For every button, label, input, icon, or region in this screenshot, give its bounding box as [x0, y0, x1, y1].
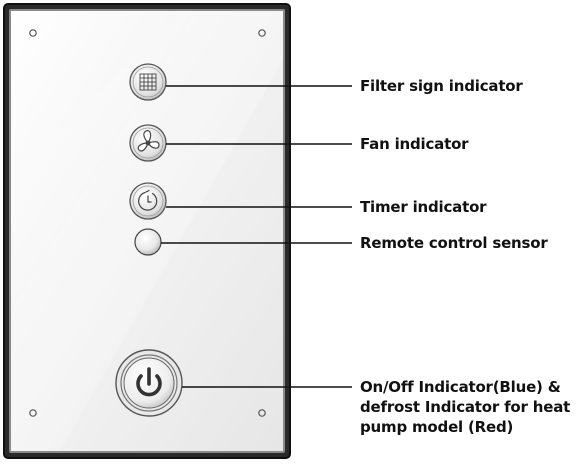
onoff-label-line: pump model (Red) [360, 418, 514, 436]
remote-sensor-label: Remote control sensor [360, 234, 548, 252]
timer-icon [138, 189, 158, 211]
fan-indicator [129, 124, 167, 162]
onoff-label-line: defrost Indicator for heat [360, 398, 571, 416]
onoff-indicator-label: On/Off Indicator(Blue) & defrost Indicat… [360, 377, 582, 437]
leader-lines [161, 85, 352, 388]
filter-sign-label: Filter sign indicator [360, 77, 523, 95]
onoff-label-line: On/Off Indicator(Blue) & [360, 378, 561, 396]
timer-indicator [129, 182, 167, 220]
screw-icon [29, 29, 37, 37]
power-icon [136, 367, 162, 397]
sensor-dome-icon [134, 228, 162, 256]
remote-sensor [134, 228, 162, 256]
fan-icon [137, 130, 160, 152]
screw-icon [29, 409, 37, 417]
timer-indicator-label: Timer indicator [360, 198, 487, 216]
screw-icon [258, 409, 266, 417]
screw-icon [258, 29, 266, 37]
grid-icon [139, 73, 157, 91]
fan-indicator-label: Fan indicator [360, 135, 469, 153]
power-button[interactable] [115, 349, 183, 417]
filter-indicator [129, 63, 167, 101]
